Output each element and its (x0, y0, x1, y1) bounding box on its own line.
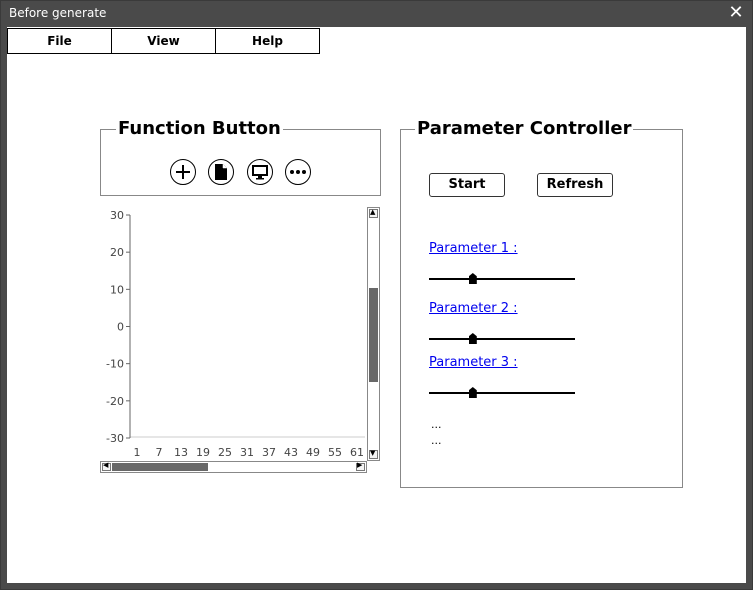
menu-file[interactable]: File (7, 28, 112, 54)
x-tick-label: 1 (134, 446, 141, 459)
slider-track (429, 338, 575, 340)
y-tick-label: 20 (110, 246, 124, 259)
parameter-2-slider[interactable] (429, 332, 575, 346)
slider-track (429, 392, 575, 394)
ellipsis-text: ... (431, 418, 442, 431)
x-tick-label: 25 (218, 446, 232, 459)
parameter-3-label[interactable]: Parameter 3 : (429, 355, 518, 370)
vertical-scrollbar[interactable]: ▲ ▼ (367, 207, 380, 461)
x-tick-label: 49 (306, 446, 320, 459)
title-bar: Before generate ✕ (1, 1, 752, 27)
chevron-down-icon: ▼ (370, 449, 376, 457)
y-tick-label: -10 (106, 358, 124, 371)
x-tick-label: 37 (262, 446, 276, 459)
menu-bar: File View Help (7, 28, 320, 54)
x-axis-band (130, 436, 365, 438)
document-icon[interactable] (208, 159, 234, 185)
y-tick-label: -30 (106, 432, 124, 445)
plus-icon[interactable] (170, 159, 196, 185)
scroll-left-button[interactable]: ◀ (102, 461, 111, 471)
refresh-button[interactable]: Refresh (537, 173, 613, 197)
chevron-up-icon: ▲ (370, 208, 376, 216)
vertical-scroll-thumb[interactable] (369, 288, 378, 382)
chevron-right-icon: ▶ (357, 461, 363, 469)
scroll-down-button[interactable]: ▼ (369, 449, 378, 459)
scroll-up-button[interactable]: ▲ (369, 208, 378, 218)
close-icon[interactable]: ✕ (728, 2, 744, 23)
x-tick-label: 13 (174, 446, 188, 459)
window-title: Before generate (9, 6, 107, 20)
y-tick-label: 30 (110, 209, 124, 222)
x-tick-label: 43 (284, 446, 298, 459)
function-button-title: Function Button (116, 118, 283, 139)
more-icon[interactable] (285, 159, 311, 185)
client-area: File View Help Function Button (7, 27, 746, 583)
parameter-2-label[interactable]: Parameter 2 : (429, 301, 518, 316)
parameter-1-slider[interactable] (429, 272, 575, 286)
menu-help[interactable]: Help (215, 28, 320, 54)
y-tick-label: 10 (110, 283, 124, 296)
chart-area: 30 20 10 0 -10 -20 -30 1 7 13 19 25 31 37 43 49 55 61 ▲ ▼… (100, 205, 382, 475)
parameter-1-label[interactable]: Parameter 1 : (429, 241, 518, 256)
x-tick-label: 7 (156, 446, 163, 459)
horizontal-scrollbar[interactable]: ◀ ▶ (100, 461, 367, 473)
function-button-group: Function Button (100, 118, 381, 196)
horizontal-scroll-thumb[interactable] (112, 463, 208, 471)
y-tick-label: -20 (106, 395, 124, 408)
menu-view[interactable]: View (111, 28, 216, 54)
x-tick-label: 61 (350, 446, 364, 459)
chart-plot: 30 20 10 0 -10 -20 -30 1 7 13 19 25 31 37 43 49 55 61 (106, 209, 365, 459)
slider-thumb[interactable] (468, 387, 477, 398)
slider-thumb[interactable] (468, 333, 477, 344)
monitor-icon[interactable] (247, 159, 273, 185)
start-button[interactable]: Start (429, 173, 505, 197)
slider-track (429, 278, 575, 280)
x-tick-label: 19 (196, 446, 210, 459)
y-tick-label: 0 (117, 321, 124, 334)
slider-thumb[interactable] (468, 273, 477, 284)
parameter-3-slider[interactable] (429, 386, 575, 400)
scroll-right-button[interactable]: ▶ (356, 461, 365, 471)
chevron-left-icon: ◀ (103, 461, 109, 469)
ellipsis-text: ... (431, 434, 442, 447)
x-tick-label: 55 (328, 446, 342, 459)
x-tick-label: 31 (240, 446, 254, 459)
parameter-controller-group: Parameter Controller Start Refresh Param… (400, 118, 683, 488)
parameter-controller-title: Parameter Controller (415, 118, 634, 139)
